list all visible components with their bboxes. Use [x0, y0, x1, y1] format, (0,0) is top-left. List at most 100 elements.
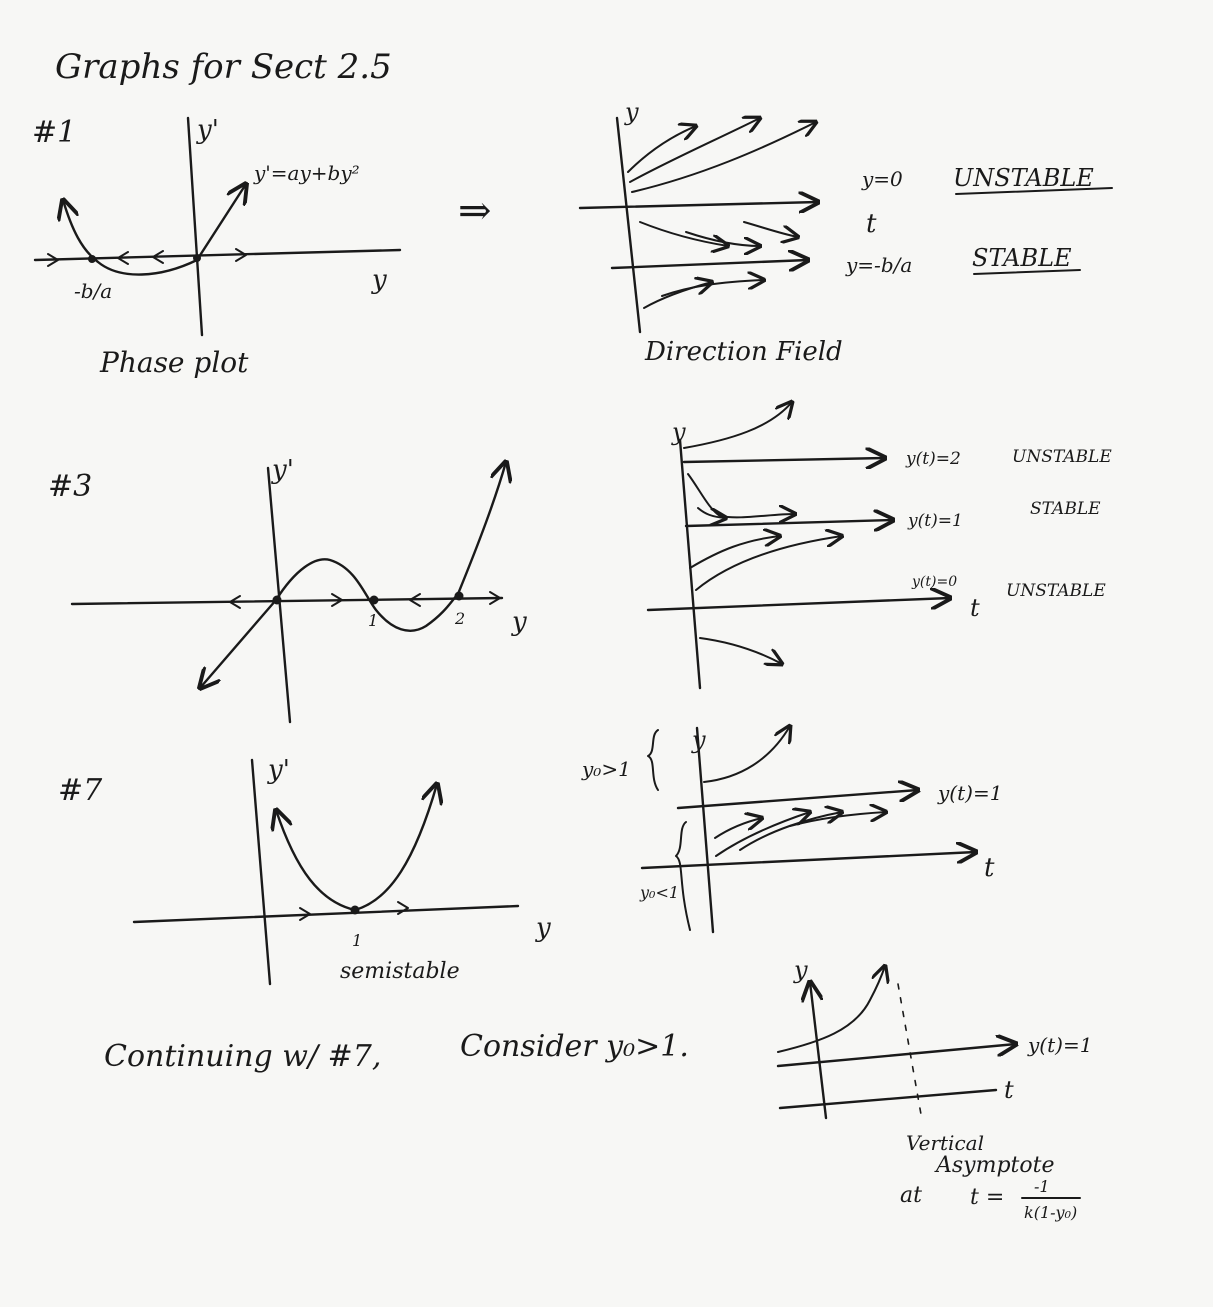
flow-arrow-left [409, 593, 421, 607]
t-axis [640, 852, 976, 870]
continuation-section: Continuing w/ #7, Consider y₀>1. y y(t)=… [104, 956, 1092, 1222]
y-axis-horizontal [132, 904, 520, 924]
t-axis [778, 1088, 998, 1110]
t-equals: t = [970, 1185, 1004, 1210]
solution-curve [639, 221, 728, 246]
flow-arrow-right [47, 253, 59, 267]
solution-curve [631, 122, 816, 193]
eq-y1: y(t)=1 [907, 511, 963, 531]
problem-7-phase-plot: y' 1 y semistable [132, 755, 551, 986]
problem-1: #1 y' y'=ay+by² y -b/a Phase plot ⇒ [32, 98, 1113, 379]
flow-arrow-left [152, 250, 164, 264]
y-label: y [624, 98, 639, 126]
flow-arrow-right [331, 593, 343, 607]
solution-curve [629, 118, 760, 183]
problem-3-direction-field: y y(t)=2 UNSTABLE y(t)=1 STABLE y(t)=0 U… [646, 402, 1112, 690]
equilibrium-neg-b-over-a [88, 255, 96, 263]
upper-equation: y=0 [861, 167, 903, 191]
equation-label: y'=ay+by² [253, 161, 360, 185]
solution-curve [743, 221, 798, 237]
semistable-caption: semistable [340, 959, 460, 984]
lower-status: STABLE [972, 244, 1072, 272]
fraction-denominator: k(1-y₀) [1024, 1203, 1077, 1222]
eq-y2: y(t)=2 [905, 449, 961, 469]
t-label: t [970, 594, 980, 622]
eq-y1: y(t)=1 [1027, 1033, 1092, 1057]
flow-arrow-left [229, 595, 241, 609]
y-axis [678, 438, 702, 690]
t-label: t [1004, 1076, 1014, 1104]
phase-curve [200, 462, 506, 688]
flow-arrow-right [397, 901, 409, 915]
underline [955, 187, 1113, 195]
equilibrium-line-y2 [682, 458, 885, 462]
problem-7-number: #7 [58, 773, 103, 808]
solution-curve [703, 726, 790, 783]
solution-curve [697, 507, 726, 518]
flow-arrow-right [235, 248, 247, 262]
solution-curve [683, 402, 792, 449]
solution-curve [627, 126, 696, 173]
solution-curve [714, 818, 762, 839]
upper-status: UNSTABLE [953, 164, 1094, 192]
brace-above [647, 729, 659, 791]
tick-1: 1 [352, 931, 362, 950]
solution-curve-blowup [777, 966, 885, 1053]
problem-3-number: #3 [48, 469, 92, 504]
flow-arrow-left [117, 251, 129, 265]
flow-arrow-right [299, 907, 311, 921]
equilibrium-0 [272, 595, 282, 605]
underline [973, 269, 1081, 275]
y-axis-horizontal [70, 596, 504, 606]
y-label: y [511, 607, 527, 637]
yprime-label: y' [267, 755, 290, 785]
continuation-text-left: Continuing w/ #7, [104, 1039, 381, 1074]
yprime-axis [186, 116, 204, 337]
equilibrium-2 [454, 591, 464, 601]
equilibrium-line-neg-b-over-a [610, 260, 808, 268]
continuation-text-right: Consider y₀>1. [460, 1029, 689, 1064]
page-title: Graphs for Sect 2.5 [55, 47, 392, 87]
tick-1: 1 [368, 611, 378, 630]
solution-curve [687, 473, 795, 517]
y-label: y [793, 956, 808, 984]
t-label: t [984, 853, 995, 883]
y-label: y [691, 726, 706, 754]
phase-curve [276, 784, 437, 912]
problem-1-phase-plot: y' y'=ay+by² y -b/a Phase plot [33, 115, 402, 379]
solution-curve [685, 231, 760, 246]
phase-plot-caption: Phase plot [99, 346, 249, 379]
phase-curve [63, 184, 246, 276]
above-label: y₀>1 [581, 757, 631, 781]
y-axis [810, 982, 828, 1120]
status-y0: UNSTABLE [1006, 581, 1106, 601]
below-label: y₀<1 [639, 883, 679, 902]
continuation-graph: y y(t)=1 t Vertical Asymptote at t = -1 … [776, 956, 1092, 1222]
status-y2: UNSTABLE [1012, 447, 1112, 467]
problem-3-phase-plot: y' 1 2 y [70, 455, 527, 724]
equilibrium-line-y1 [684, 520, 893, 526]
t-label: t [866, 209, 877, 239]
flow-arrow-right [489, 591, 501, 605]
status-y1: STABLE [1030, 499, 1101, 519]
problem-1-direction-field: y t y=0 UNSTABLE y=-b/a STABLE Direction… [578, 98, 1113, 367]
solution-curve [695, 536, 842, 591]
y-label: y [371, 265, 387, 295]
solution-curve [643, 282, 712, 309]
y-label: y [671, 418, 686, 446]
solution-curve [661, 280, 764, 297]
problem-1-number: #1 [32, 115, 76, 150]
solution-curve [689, 536, 780, 569]
direction-field-caption: Direction Field [644, 337, 843, 367]
problem-7: #7 y' 1 y semistable y y₀>1 y [58, 726, 1002, 986]
asymptote-line1: Vertical [906, 1131, 984, 1155]
implies-arrow: ⇒ [458, 188, 492, 234]
tick-2: 2 [454, 609, 465, 628]
equilibrium-line-y0 [578, 202, 818, 208]
at-label: at [900, 1183, 922, 1208]
equilibrium-line-y1 [676, 790, 918, 810]
eq-y0: y(t)=0 [911, 574, 957, 590]
yprime-label: y' [196, 115, 219, 145]
fraction-numerator: -1 [1034, 1177, 1050, 1196]
